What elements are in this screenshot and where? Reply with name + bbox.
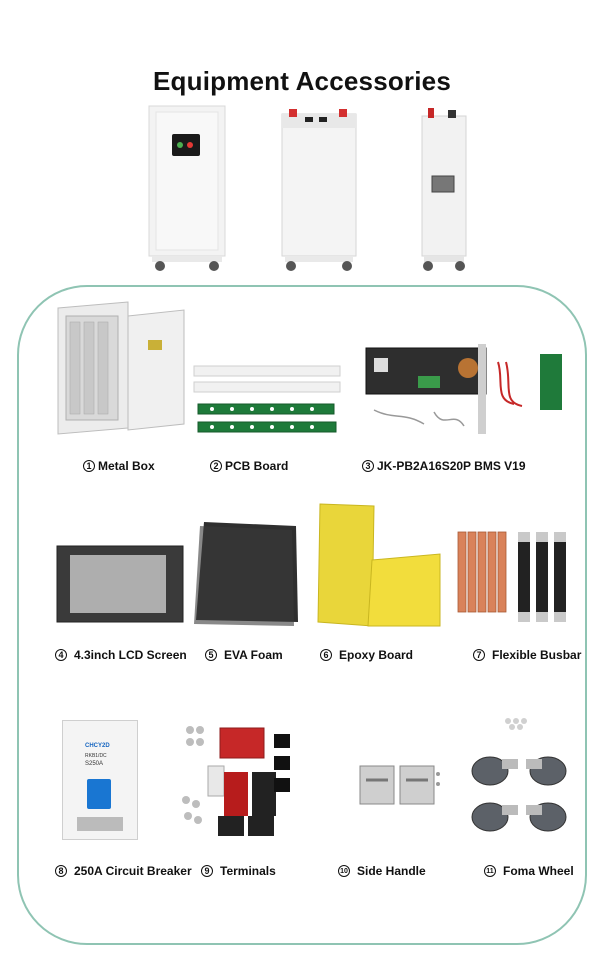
page-title: Equipment Accessories xyxy=(152,66,451,96)
bms-image xyxy=(365,344,562,434)
battery-front-view xyxy=(148,105,226,271)
metal-box-image xyxy=(57,301,185,435)
side-handle-image xyxy=(359,765,440,805)
breaker-window xyxy=(77,817,123,831)
foma-wheel-image xyxy=(471,718,567,832)
breaker-switch xyxy=(87,779,111,809)
accessories-panel xyxy=(17,285,587,945)
lcd-screen-image xyxy=(56,545,184,623)
breaker-brand: CHCY2D xyxy=(85,743,110,749)
epoxy-board-image xyxy=(317,503,441,627)
flexible-busbar-image xyxy=(457,531,566,622)
battery-back-view xyxy=(281,109,357,271)
battery-side-view xyxy=(421,108,467,271)
pcb-board-image xyxy=(193,365,341,433)
eva-foam-image xyxy=(194,522,298,626)
breaker-model: RKB1/DC xyxy=(85,753,107,759)
circuit-breaker-image: CHCY2D RKB1/DC S250A xyxy=(62,720,138,840)
terminals-image xyxy=(182,726,290,836)
breaker-rating: S250A xyxy=(85,761,104,767)
